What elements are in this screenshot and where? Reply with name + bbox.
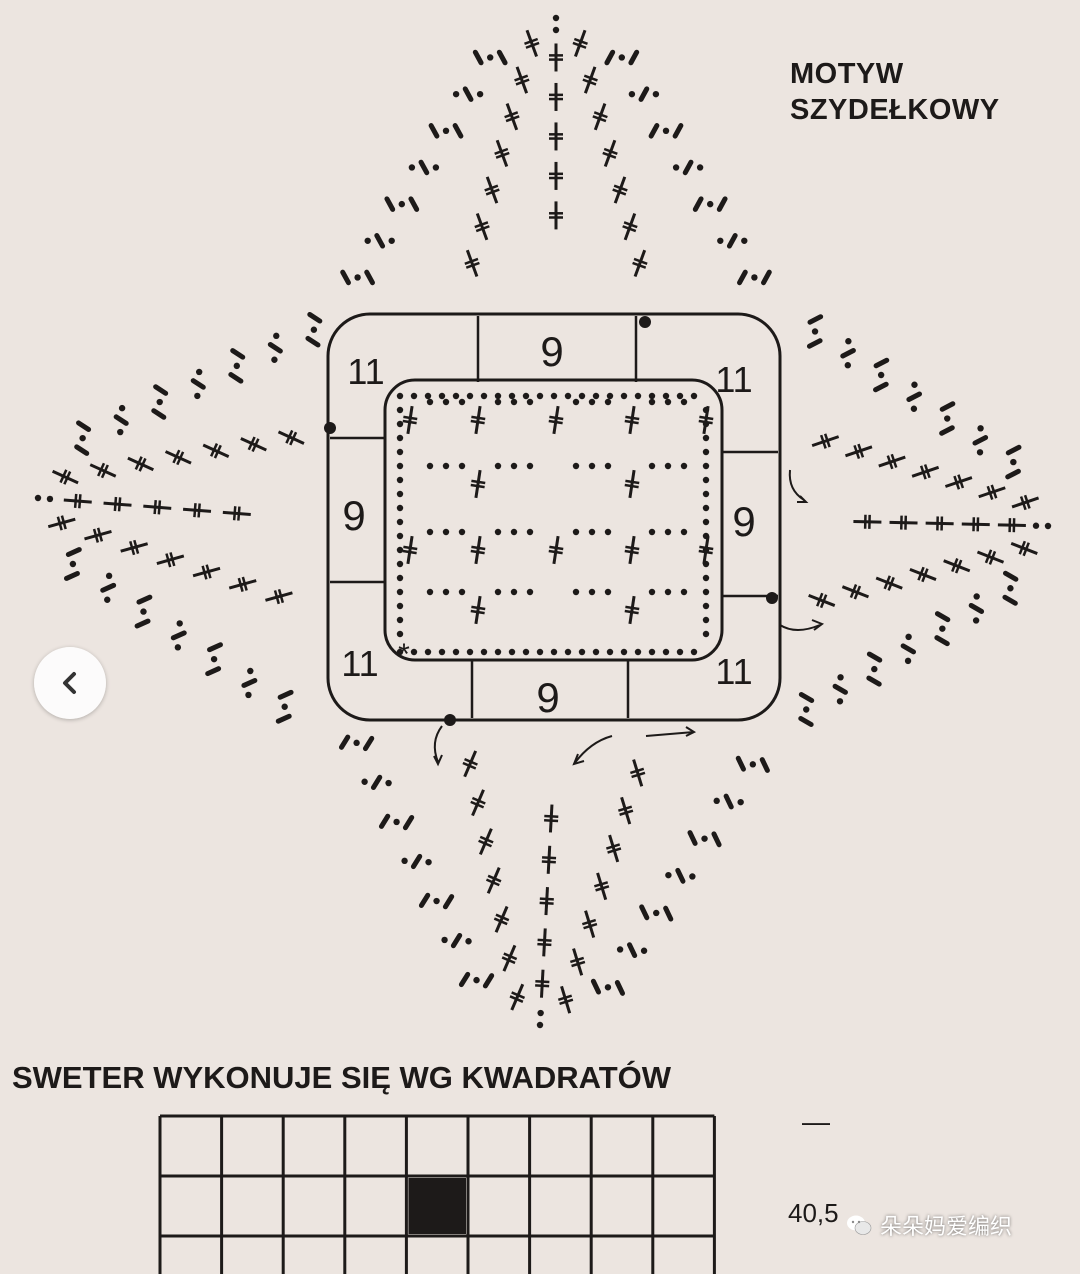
previous-image-button[interactable] — [34, 647, 106, 719]
section-heading: SWETER WYKONUJE SIĘ WG KWADRATÓW — [12, 1060, 672, 1095]
title-line-1: MOTYW — [790, 58, 904, 90]
cell-label-bottom: 9 — [536, 674, 559, 721]
title-line-2: SZYDEŁKOWY — [790, 94, 1000, 126]
watermark: 朵朵妈爱编织 — [846, 1208, 1012, 1242]
motif-title: MOTYW SZYDEŁKOWY — [790, 56, 1000, 128]
cell-label-left: 9 — [342, 492, 365, 539]
watermark-text: 朵朵妈爱编织 — [880, 1215, 1013, 1240]
measure-value: 40,5 — [788, 1198, 839, 1228]
sweter-squares-grid — [158, 1114, 716, 1274]
start-marker: * — [398, 638, 410, 671]
inner-square-stitches — [396, 392, 714, 656]
cell-label-bottom-right: 11 — [715, 651, 752, 692]
square-frames — [324, 312, 782, 726]
measure-dash: — — [802, 1106, 830, 1137]
cell-label-bottom-left: 11 — [341, 643, 378, 684]
cell-label-top-left: 11 — [347, 351, 384, 392]
cell-label-top: 9 — [540, 328, 563, 375]
stitch-rays — [34, 14, 1052, 1029]
filled-grid-cell — [408, 1178, 466, 1234]
wechat-icon — [847, 1215, 872, 1235]
cell-label-top-right: 11 — [715, 359, 752, 400]
chevron-left-icon — [63, 672, 76, 694]
cell-labels: 9 9 9 9 11 11 11 11 * — [341, 328, 755, 721]
direction-arrows — [433, 469, 825, 767]
cell-label-right: 9 — [732, 498, 755, 545]
